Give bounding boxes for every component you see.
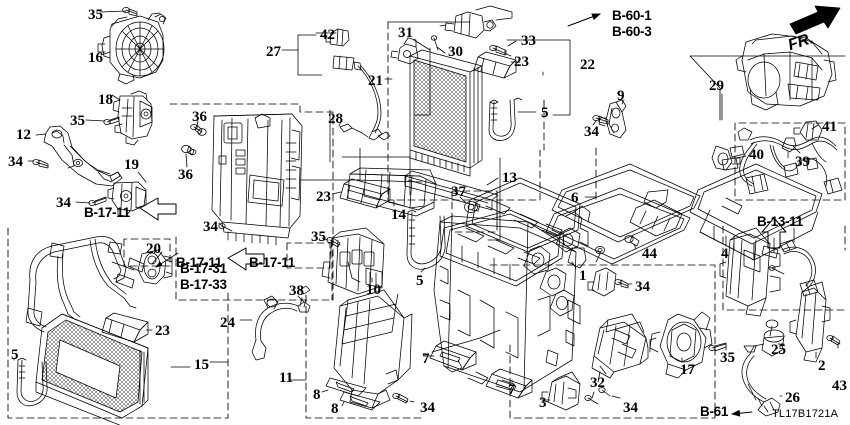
callout-28: 28 [328,111,343,127]
callout-5: 5 [416,273,424,289]
callout-41: 41 [822,119,837,135]
callout-29: 29 [709,78,724,94]
callout-21: 21 [368,73,383,89]
callout-19: 19 [124,157,139,173]
callout-35: 35 [88,7,103,23]
callout-8: 8 [313,387,321,403]
reference-b-17-11-left: B-17-11 [84,205,130,220]
callout-23: 23 [514,54,529,70]
reference-b-60-3: B-60-3 [612,24,652,39]
callout-11: 11 [279,370,294,386]
callout-31: 31 [398,25,413,41]
callout-40: 40 [749,147,764,163]
callout-12: 12 [16,127,31,143]
callout-35: 35 [720,350,735,366]
drawing-number: TL17B1721A [772,408,839,420]
callout-35: 35 [311,229,326,245]
callout-1: 1 [579,268,587,284]
callout-9: 9 [617,88,625,104]
callout-30: 30 [448,44,463,60]
callout-10: 10 [366,282,381,298]
callout-18: 18 [98,92,113,108]
reference-b-17-33: B-17-33 [180,277,227,292]
callout-34: 34 [8,154,23,170]
reference-b-61: B-61 [700,404,729,419]
callout-22: 22 [580,57,595,73]
callout-4: 4 [721,246,729,262]
callout-7: 7 [422,351,430,367]
callout-27: 27 [266,44,281,60]
callout-34: 34 [420,400,435,416]
callout-35: 35 [70,113,85,129]
callout-32: 32 [590,375,605,391]
callout-38: 38 [289,283,304,299]
callout-25: 25 [771,342,786,358]
callout-44: 44 [642,246,657,262]
callout-16: 16 [88,50,103,66]
callout-34: 34 [584,124,599,140]
callout-34: 34 [56,195,71,211]
callout-34: 34 [623,400,638,416]
reference-b-17-11-right: B-17-11 [249,255,295,270]
callout-14: 14 [391,207,406,223]
callout-36: 36 [178,167,193,183]
callout-43: 43 [832,378,847,394]
callout-23: 23 [316,189,331,205]
reference-b-60-1: B-60-1 [612,8,652,23]
callout-5: 5 [11,347,19,363]
callout-39: 39 [795,154,810,170]
callout-23: 23 [155,323,170,339]
callout-6: 6 [571,190,579,206]
callout-20: 20 [146,241,161,257]
reference-b-17-11-center: B-17-11 [176,255,222,270]
callout-8: 8 [331,401,339,417]
callout-3: 3 [539,395,547,411]
callout-34: 34 [203,219,218,235]
callout-36: 36 [192,109,207,125]
callout-7: 7 [508,382,516,398]
callout-34: 34 [635,279,650,295]
callout-24: 24 [220,315,235,331]
callout-33: 33 [521,33,536,49]
reference-b-13-11: B-13-11 [757,214,803,229]
callout-15: 15 [194,357,209,373]
callout-17: 17 [680,362,695,378]
callout-2: 2 [818,358,826,374]
reference-b-17-31: B-17-31 [180,261,227,276]
callout-37: 37 [451,184,466,200]
callout-13: 13 [502,170,517,186]
callout-26: 26 [785,390,800,406]
callout-42: 42 [320,27,335,43]
callout-5: 5 [541,105,549,121]
